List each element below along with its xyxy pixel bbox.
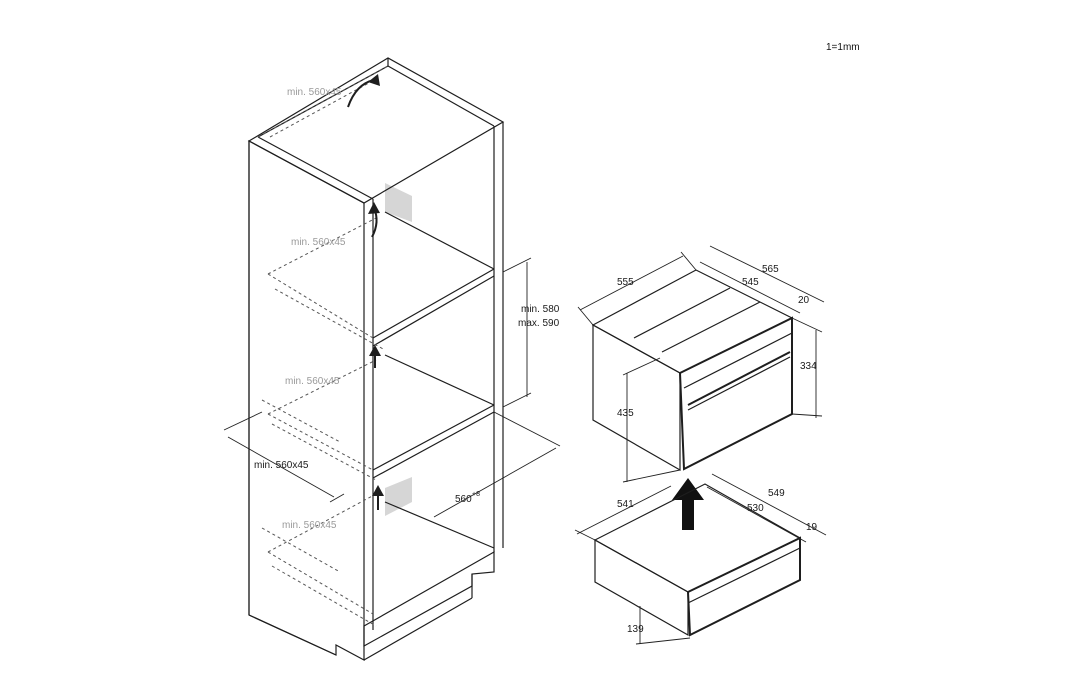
arrow-head-icon <box>368 202 380 214</box>
appliance-width: 555 <box>617 277 634 288</box>
warming-drawer: 541 549 530 19 139 <box>574 473 827 645</box>
drawer-front-thickness: 19 <box>806 522 818 533</box>
niche-height-min: min. 580 <box>521 304 560 315</box>
niche-depth-label: 560 <box>455 494 472 505</box>
vent-label-shelf-1: min. 560x45 <box>291 237 346 248</box>
niche-depth-dimension <box>433 447 557 518</box>
vent-label-shelf-3: min. 560x45 <box>282 520 337 531</box>
drawer-depth-total: 549 <box>768 488 785 499</box>
drawer-height: 139 <box>627 624 644 635</box>
appliance-depth-body: 545 <box>742 277 759 288</box>
niche-height-max: max. 590 <box>518 318 560 329</box>
vent-label-shelf-2: min. 560x45 <box>285 376 340 387</box>
up-arrow-icon <box>672 478 704 530</box>
door-handle <box>687 351 791 406</box>
curved-arrow-icon <box>347 79 375 108</box>
drawer-front <box>686 536 801 637</box>
drawer-width: 541 <box>617 499 634 510</box>
vent-label-top: min. 560x45 <box>287 87 342 98</box>
drawer-depth-body: 530 <box>747 503 764 514</box>
vent-strip-1 <box>385 183 412 222</box>
drawer-depth-dimension <box>711 473 827 536</box>
drawer-width-dimension <box>576 485 672 535</box>
scale-note: 1=1mm <box>826 42 860 53</box>
vent-strip-2 <box>385 477 412 516</box>
arrow-head-icon <box>368 74 380 86</box>
appliance: 555 565 545 20 334 435 <box>577 245 825 483</box>
width-dimension <box>579 255 684 311</box>
appliance-side <box>592 323 681 472</box>
appliance-door <box>678 316 793 471</box>
body-height: 435 <box>617 408 634 419</box>
arrow-head-icon <box>372 485 384 496</box>
front-height: 334 <box>800 361 817 372</box>
door-thickness: 20 <box>798 295 810 306</box>
cabinet-bottom <box>363 550 495 648</box>
depth-dimension <box>709 245 825 303</box>
niche-width-dimension <box>227 436 335 498</box>
niche-depth-tolerance: +8 <box>472 491 480 498</box>
cabinet-left-panel <box>248 139 365 662</box>
appliance-depth-total: 565 <box>762 264 779 275</box>
arrow-head-icon <box>369 345 381 356</box>
drawer-side <box>594 538 689 637</box>
niche-width-label: min. 560x45 <box>254 460 309 471</box>
tall-cabinet: min. 560x45 min. 560x45 min. 560x45 min.… <box>223 57 561 662</box>
